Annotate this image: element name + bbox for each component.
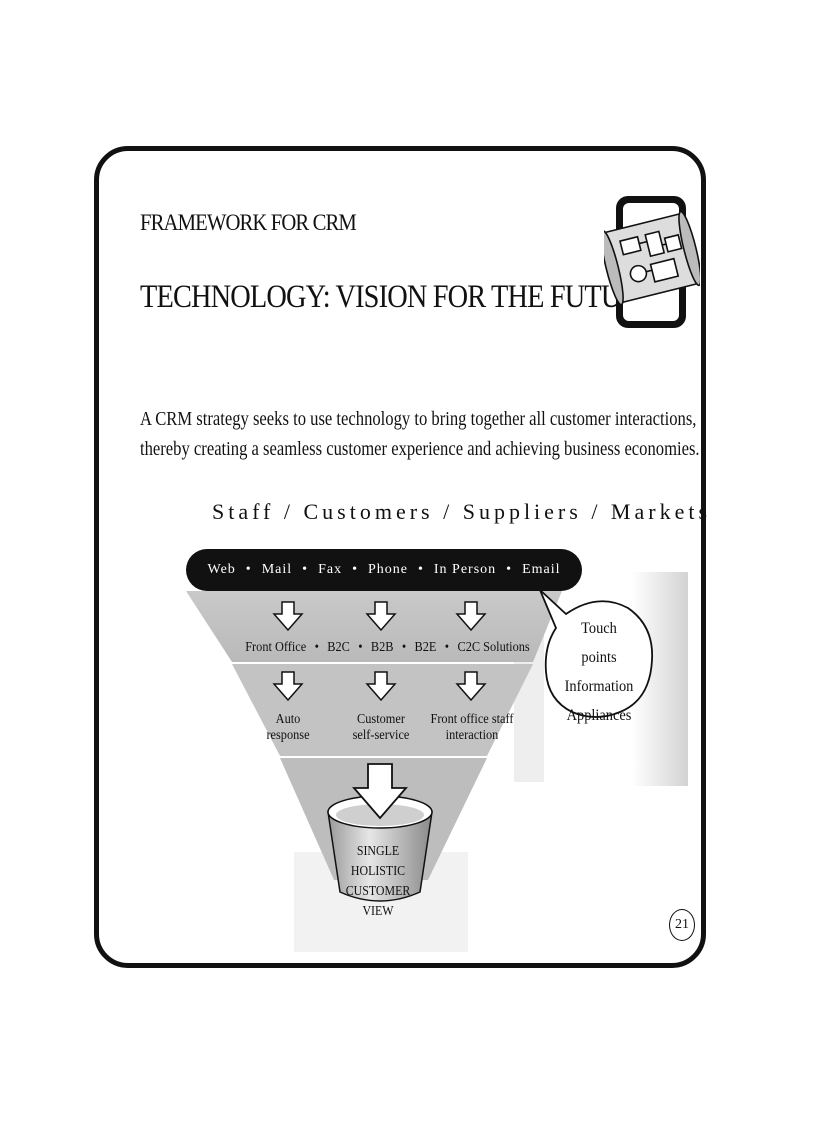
down-arrow-icon — [365, 601, 397, 632]
down-arrow-icon — [455, 671, 487, 702]
bin-line: SINGLE HOLISTIC — [350, 844, 406, 879]
separator: • — [417, 562, 424, 577]
solution-label: C2C Solutions — [457, 640, 530, 655]
separator: • — [314, 640, 319, 655]
separator: • — [302, 562, 309, 577]
blueprint-scroll-icon — [604, 196, 700, 328]
stakeholders-label: Staff / Customers / Suppliers / Markets — [212, 499, 712, 524]
callout-text: Touch points Information Appliances — [562, 614, 636, 730]
solution-label: B2C — [327, 640, 350, 655]
channel-label: Email — [522, 562, 561, 577]
intro-line: A CRM strategy seeks to use technology t… — [140, 408, 697, 430]
down-arrow-icon — [352, 763, 408, 820]
separator: • — [401, 640, 407, 655]
solution-label: Front Office — [245, 640, 307, 655]
intro-paragraph: A CRM strategy seeks to use technology t… — [140, 404, 700, 464]
down-arrow-icon — [455, 601, 487, 632]
separator: • — [506, 562, 513, 577]
down-arrow-icon — [272, 601, 304, 632]
solution-label: B2B — [370, 640, 394, 655]
down-arrow-icon — [272, 671, 304, 702]
slide-title: TECHNOLOGY: VISION FOR THE FUTURE — [140, 279, 656, 315]
slide-subtitle: FRAMEWORK FOR CRM — [140, 210, 357, 235]
response-line: interaction — [445, 728, 499, 744]
response-line: Auto — [275, 712, 301, 727]
response-staff: Front office staff interaction — [426, 712, 518, 744]
page-number: 21 — [669, 909, 695, 941]
response-auto: Auto response — [256, 712, 319, 744]
response-line: Customer — [357, 712, 405, 727]
separator: • — [358, 640, 363, 655]
channel-label: Fax — [318, 562, 343, 577]
channel-label: Phone — [367, 562, 408, 577]
channel-label: Web — [207, 562, 236, 577]
touchpoints-callout — [539, 589, 653, 718]
bin-line: CUSTOMER VIEW — [345, 884, 411, 919]
funnel-band-responses — [232, 664, 533, 756]
response-self-service: Customer self-service — [345, 712, 417, 744]
solution-label: B2E — [414, 640, 437, 655]
down-arrow-icon — [365, 671, 397, 702]
channels-bar: Web • Mail • Fax • Phone • In Person • E… — [186, 549, 582, 591]
channel-label: Mail — [261, 562, 293, 577]
callout-line: Touch points — [581, 620, 617, 666]
channel-label: In Person — [433, 562, 497, 577]
response-line: Front office staff — [430, 712, 514, 727]
solutions-row: Front Office • B2C • B2B • B2E • C2C Sol… — [245, 640, 530, 656]
response-line: self-service — [352, 728, 410, 744]
response-line: response — [266, 728, 310, 744]
separator: • — [245, 562, 252, 577]
separator: • — [444, 640, 450, 655]
separator: • — [352, 562, 358, 577]
bin-label: SINGLE HOLISTIC CUSTOMER VIEW — [337, 842, 419, 922]
callout-line: Information — [564, 678, 634, 695]
callout-line: Appliances — [566, 707, 632, 724]
intro-line: thereby creating a seamless customer exp… — [140, 438, 700, 460]
